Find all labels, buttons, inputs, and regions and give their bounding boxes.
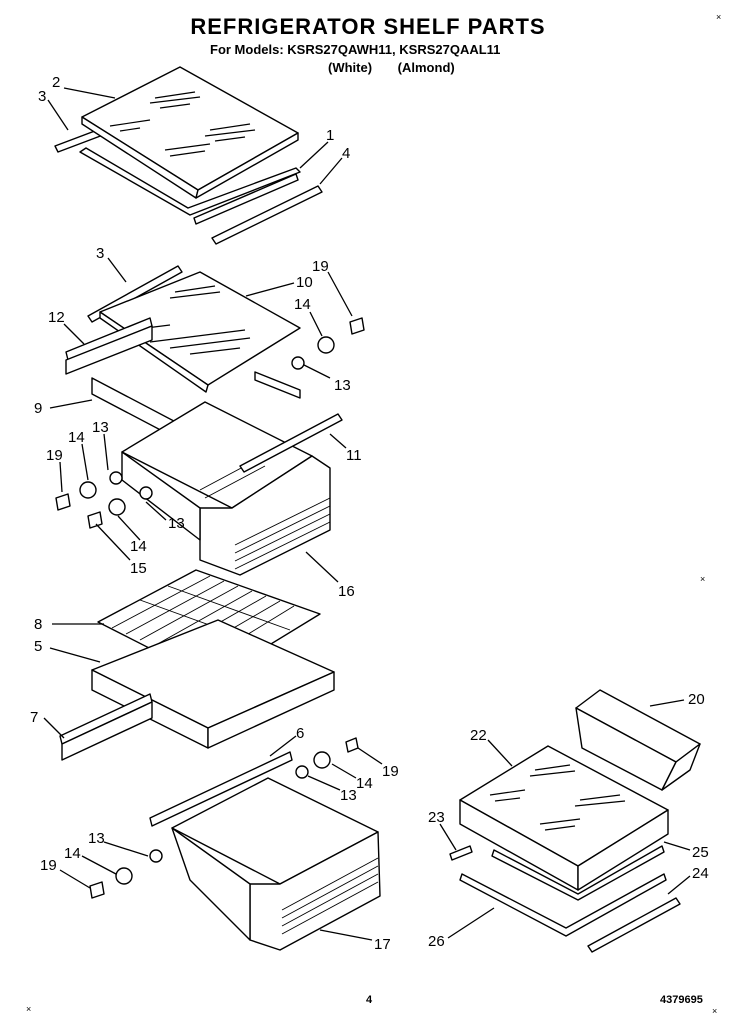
- callout-8: 8: [34, 616, 42, 633]
- callout-13-crisper-left: 13: [88, 830, 105, 847]
- rail-24: [587, 897, 681, 953]
- callout-23: 23: [428, 809, 445, 826]
- top-shelf-assembly: [54, 66, 323, 245]
- slide-rail-12-left-face: [65, 325, 153, 375]
- document-number: 4379695: [660, 994, 703, 1006]
- roller-14-left-upper: [79, 481, 97, 499]
- callout-19-crisper-right: 19: [382, 763, 399, 780]
- glass-reflections-mid: [129, 285, 251, 355]
- callout-3: 3: [38, 88, 46, 105]
- glass-panel-22-side: [577, 809, 669, 891]
- callout-14-crisper-right: 14: [356, 775, 373, 792]
- callout-labels: 2 3 1 4 3 10 19 14 12 13 9 13 14 19 11 1…: [30, 74, 709, 953]
- axle-13-crisper-left: [149, 849, 163, 863]
- callout-24: 24: [692, 865, 709, 882]
- screw-19-crisper-left: [89, 881, 105, 899]
- rail-4: [211, 185, 323, 245]
- callout-25: 25: [692, 844, 709, 861]
- crisper-frame-5-side: [207, 671, 335, 749]
- rail-23: [449, 845, 473, 861]
- corner-mark-top-right: ×: [716, 12, 722, 22]
- callout-10: 10: [296, 274, 313, 291]
- callout-15: 15: [130, 560, 147, 577]
- corner-mark-bottom-left: ×: [26, 1004, 32, 1014]
- callout-14-crisper-left: 14: [64, 845, 81, 862]
- glass-reflections-top: [109, 91, 256, 157]
- trim-25: [491, 845, 665, 901]
- bin-20-end: [661, 743, 701, 791]
- callout-7: 7: [30, 709, 38, 726]
- callout-14: 14: [294, 296, 311, 313]
- axle-13-crisper-right: [295, 765, 309, 779]
- color-almond-label: (Almond): [397, 60, 455, 75]
- roller-14-left-lower: [108, 498, 126, 516]
- glass-reflections-right: [489, 764, 626, 831]
- callout-13: 13: [334, 377, 351, 394]
- axle-13-left-lower: [139, 486, 153, 500]
- frame-26: [459, 873, 667, 937]
- callout-12: 12: [48, 309, 65, 326]
- callout-13-left-lower: 13: [168, 515, 185, 532]
- color-white-label: (White): [328, 60, 373, 75]
- rail-11: [239, 413, 343, 473]
- callout-26: 26: [428, 933, 445, 950]
- axle-13-right: [291, 356, 305, 370]
- door-shelf-assembly: [449, 689, 701, 953]
- callout-11: 11: [346, 447, 362, 464]
- axle-13-left-upper: [109, 471, 123, 485]
- glass-panel-2-side-edge: [195, 132, 299, 199]
- callout-9: 9: [34, 400, 42, 417]
- callout-19: 19: [312, 258, 329, 275]
- callout-13-crisper-right: 13: [340, 787, 357, 804]
- callout-17: 17: [374, 936, 391, 953]
- callout-4: 4: [342, 145, 350, 162]
- callout-1: 1: [326, 127, 334, 144]
- front-trim-1: [193, 173, 299, 225]
- roller-14-right: [317, 336, 335, 354]
- corner-mark-right-mid: ×: [700, 574, 706, 584]
- callout-5: 5: [34, 638, 42, 655]
- screw-19-right: [349, 317, 365, 335]
- deli-drawer-16-side: [121, 451, 201, 541]
- callout-3-mid: 3: [96, 245, 104, 262]
- screw-19-crisper-right: [345, 737, 359, 753]
- callout-19-crisper-left: 19: [40, 857, 57, 874]
- rail-6: [149, 751, 293, 827]
- callout-2: 2: [52, 74, 60, 91]
- callout-16: 16: [338, 583, 355, 600]
- callout-14-left-upper: 14: [68, 429, 85, 446]
- crisper-drawer-assembly: [89, 737, 381, 951]
- callout-19-left: 19: [46, 447, 63, 464]
- models-line: For Models: KSRS27QAWH11, KSRS27QAAL11: [210, 42, 501, 57]
- screw-19-left: [55, 493, 71, 511]
- crisper-drawer-17-ribs: [281, 857, 379, 935]
- middle-shelf-assembly: [55, 265, 365, 576]
- crisper-cover-assembly: [59, 569, 335, 761]
- callout-20: 20: [688, 691, 705, 708]
- roller-14-crisper-left: [115, 867, 133, 885]
- callout-14-left-lower: 14: [130, 538, 147, 555]
- page-number: 4: [366, 994, 373, 1006]
- corner-mark-bottom-right: ×: [712, 1006, 718, 1016]
- callout-6: 6: [296, 725, 304, 742]
- deli-drawer-16-ribs: [199, 457, 331, 570]
- shelf-frame-top: [79, 147, 301, 216]
- callout-13-left-upper: 13: [92, 419, 109, 436]
- crisper-drawer-17-side: [171, 827, 251, 941]
- roller-14-crisper-right: [313, 751, 331, 769]
- page-title: REFRIGERATOR SHELF PARTS: [190, 14, 546, 39]
- color-line: (White) (Almond): [328, 60, 477, 75]
- slide-rail-7-face: [61, 701, 153, 761]
- leader-lines: [43, 87, 691, 941]
- slide-rail-right: [254, 371, 301, 399]
- callout-22: 22: [470, 727, 487, 744]
- screw-15: [87, 511, 103, 529]
